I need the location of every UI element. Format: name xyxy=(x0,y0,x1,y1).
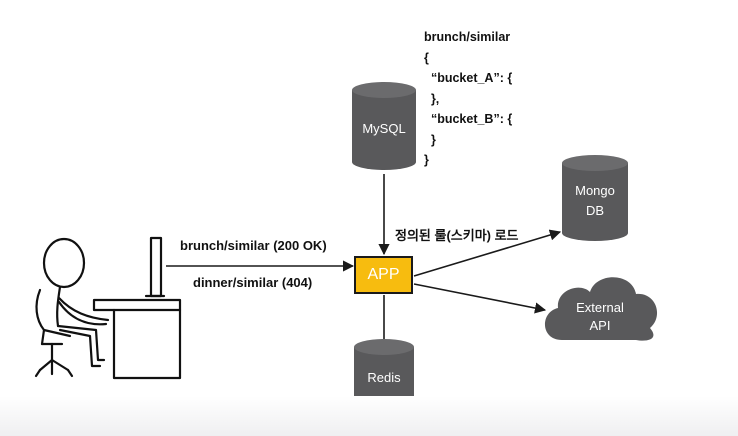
redis-label: Redis xyxy=(367,370,401,385)
code-line: { xyxy=(424,50,429,65)
external-api-cloud-icon: External API xyxy=(544,277,658,341)
code-line: } xyxy=(424,132,436,147)
external-label-line2: API xyxy=(590,318,611,333)
mysql-label: MySQL xyxy=(362,121,405,136)
bottom-bar xyxy=(0,396,738,436)
mongo-database-icon: Mongo DB xyxy=(562,155,628,241)
brunch-request-label: brunch/similar (200 OK) xyxy=(180,238,327,253)
mongo-label-line2: DB xyxy=(586,203,604,218)
code-line: “bucket_B”: { xyxy=(424,112,513,126)
code-line: “bucket_A”: { xyxy=(424,71,513,85)
external-label-line1: External xyxy=(576,300,624,315)
user-at-desk-icon xyxy=(34,236,182,380)
mysql-database-icon: MySQL xyxy=(352,82,416,170)
redis-database-icon: Redis xyxy=(354,339,414,410)
code-line: } xyxy=(424,153,429,167)
app-to-mongo-arrow xyxy=(413,229,562,277)
code-line: brunch/similar xyxy=(424,30,511,44)
mongo-label-line1: Mongo xyxy=(575,183,615,198)
code-line: }, xyxy=(424,91,440,106)
code-block: brunch/similar { “bucket_A”: { }, “bucke… xyxy=(424,27,512,171)
load-rules-label: 정의된 룰(스키마) 로드 xyxy=(395,228,519,243)
dinner-request-label: dinner/similar (404) xyxy=(193,275,313,290)
app-to-external-arrow xyxy=(413,283,547,314)
app-label: APP xyxy=(367,266,400,283)
app-node: APP xyxy=(354,256,413,294)
